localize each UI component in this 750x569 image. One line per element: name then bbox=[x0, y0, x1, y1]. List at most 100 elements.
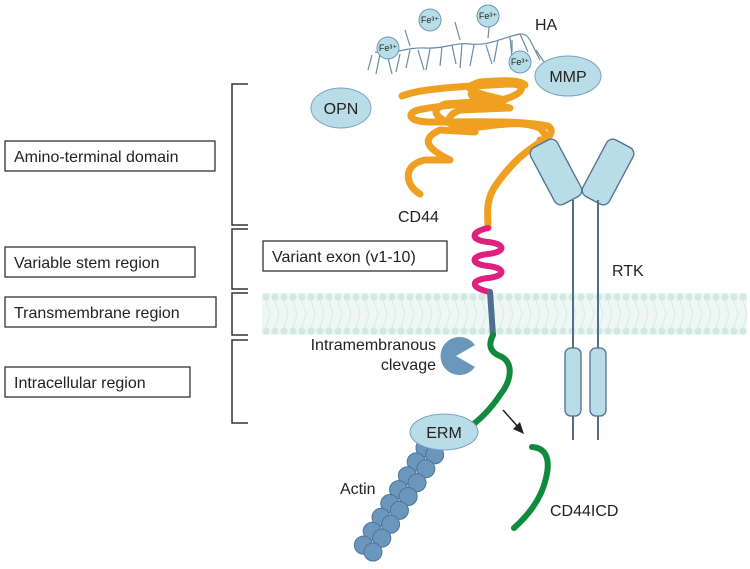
lipid-tail bbox=[274, 299, 280, 329]
intracellular-label: Intracellular region bbox=[14, 375, 146, 392]
iron-ion-label: Fe³⁺ bbox=[479, 11, 498, 21]
lipid-head bbox=[622, 293, 630, 301]
lipid-head bbox=[505, 327, 513, 335]
lipid-tail bbox=[472, 299, 478, 329]
lipid-tail bbox=[580, 299, 586, 329]
lipid-head bbox=[280, 293, 288, 301]
lipid-tail bbox=[481, 299, 487, 329]
lipid-head bbox=[316, 293, 324, 301]
lipid-tail bbox=[499, 299, 505, 329]
iron-ion-label: Fe³⁺ bbox=[379, 43, 398, 53]
lipid-head bbox=[721, 293, 729, 301]
lipid-tail bbox=[643, 299, 649, 329]
lipid-head bbox=[424, 327, 432, 335]
lipid-head bbox=[307, 293, 315, 301]
lipid-head bbox=[667, 293, 675, 301]
lipid-tail bbox=[517, 299, 523, 329]
lipid-head bbox=[415, 327, 423, 335]
lipid-tail bbox=[454, 299, 460, 329]
lipid-head bbox=[496, 327, 504, 335]
region-label-amino-terminal: Amino-terminal domain bbox=[4, 140, 216, 172]
iron-ion-label: Fe³⁺ bbox=[421, 15, 440, 25]
lipid-head bbox=[577, 327, 585, 335]
bracket-variable-stem bbox=[231, 228, 248, 290]
lipid-head bbox=[442, 293, 450, 301]
lipid-head bbox=[442, 327, 450, 335]
lipid-head bbox=[532, 293, 540, 301]
lipid-head bbox=[451, 327, 459, 335]
lipid-tail bbox=[418, 299, 424, 329]
lipid-tail bbox=[715, 299, 721, 329]
lipid-head bbox=[424, 293, 432, 301]
variant-exon-box: Variant exon (v1-10) bbox=[262, 240, 448, 272]
lipid-head bbox=[586, 293, 594, 301]
lipid-head bbox=[694, 327, 702, 335]
lipid-head bbox=[559, 327, 567, 335]
lipid-head bbox=[730, 293, 738, 301]
lipid-tail bbox=[400, 299, 406, 329]
lipid-head bbox=[379, 293, 387, 301]
lipid-head bbox=[307, 327, 315, 335]
lipid-head bbox=[514, 293, 522, 301]
lipid-tail bbox=[328, 299, 334, 329]
lipid-tail bbox=[697, 299, 703, 329]
erm-label: ERM bbox=[426, 425, 462, 442]
lipid-tail bbox=[688, 299, 694, 329]
lipid-head bbox=[415, 293, 423, 301]
region-brackets bbox=[231, 83, 248, 424]
ha-side-branches bbox=[367, 33, 545, 75]
lipid-head bbox=[730, 327, 738, 335]
ha-backbone bbox=[374, 33, 541, 61]
lipid-head bbox=[541, 327, 549, 335]
lipid-head bbox=[703, 293, 711, 301]
lipid-head bbox=[631, 293, 639, 301]
rtk-receptor: RTK bbox=[529, 138, 644, 440]
lipid-head bbox=[460, 327, 468, 335]
lipid-head bbox=[325, 293, 333, 301]
lipid-tail bbox=[364, 299, 370, 329]
cd44-label: CD44 bbox=[398, 209, 439, 226]
lipid-tail bbox=[526, 299, 532, 329]
lipid-head bbox=[433, 293, 441, 301]
lipid-head bbox=[658, 293, 666, 301]
lipid-tail bbox=[436, 299, 442, 329]
lipid-tail bbox=[382, 299, 388, 329]
lipid-head bbox=[676, 293, 684, 301]
actin-monomer bbox=[389, 500, 409, 520]
lipid-head bbox=[316, 327, 324, 335]
lipid-head bbox=[343, 293, 351, 301]
lipid-head bbox=[550, 327, 558, 335]
lipid-head bbox=[451, 293, 459, 301]
lipid-tail bbox=[661, 299, 667, 329]
lipid-tail bbox=[670, 299, 676, 329]
region-label-transmembrane: Transmembrane region bbox=[4, 296, 217, 328]
lipid-tail bbox=[733, 299, 739, 329]
cd44-amino-terminal-loop bbox=[398, 80, 555, 144]
lipid-tail bbox=[355, 299, 361, 329]
lipid-head bbox=[649, 293, 657, 301]
iron-ion-2: Fe³⁺ bbox=[418, 8, 442, 32]
lipid-head bbox=[649, 327, 657, 335]
lipid-head bbox=[397, 327, 405, 335]
lipid-tail bbox=[652, 299, 658, 329]
lipid-tail bbox=[589, 299, 595, 329]
lipid-head bbox=[613, 293, 621, 301]
lipid-tail bbox=[409, 299, 415, 329]
lipid-head bbox=[523, 327, 531, 335]
lipid-head bbox=[523, 293, 531, 301]
lipid-head bbox=[739, 327, 747, 335]
hyaluronan-chain bbox=[367, 17, 545, 75]
bracket-transmembrane bbox=[231, 292, 248, 336]
region-label-variable-stem: Variable stem region bbox=[4, 246, 196, 278]
lipid-head bbox=[667, 327, 675, 335]
bracket-intracellular bbox=[231, 339, 248, 424]
actin-monomer bbox=[381, 514, 401, 534]
lipid-head bbox=[379, 327, 387, 335]
transmembrane-label: Transmembrane region bbox=[14, 305, 180, 322]
erm-protein: ERM bbox=[409, 413, 479, 451]
release-arrow bbox=[502, 409, 524, 434]
lipid-head bbox=[352, 293, 360, 301]
lipid-tail bbox=[265, 299, 271, 329]
lipid-head bbox=[577, 293, 585, 301]
